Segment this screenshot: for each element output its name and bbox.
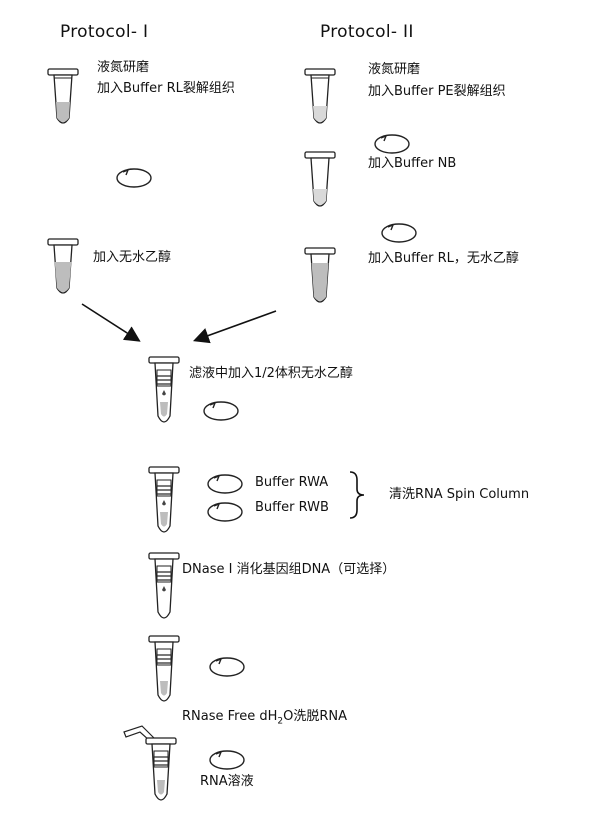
open-tube-icon: [123, 725, 177, 801]
centrifuge-icon: [381, 223, 417, 243]
elute-subscript: 2: [277, 716, 284, 727]
elute-prefix: RNase Free dH: [182, 709, 278, 724]
arrow-right: [192, 310, 277, 344]
p1-step2-text: 加入无水乙醇: [93, 250, 172, 265]
elute-suffix: O洗脱RNA: [283, 709, 347, 724]
p1-step1-text-a: 液氮研磨: [97, 60, 150, 75]
tube-icon: [47, 68, 79, 124]
tube-icon: [304, 247, 336, 303]
centrifuge-icon: [207, 474, 243, 494]
tube-icon: [304, 151, 336, 207]
centrifuge-icon: [207, 502, 243, 522]
p1-step1-text-b: 加入Buffer RL裂解组织: [97, 81, 235, 96]
wash-rwa-text: Buffer RWA: [255, 475, 329, 490]
arrow-left: [81, 303, 141, 342]
elute-text: RNase Free dH2O洗脱RNA: [182, 709, 347, 730]
wash-rwb-text: Buffer RWB: [255, 500, 329, 515]
protocol-2-title: Protocol- II: [320, 22, 414, 42]
final-text: RNA溶液: [200, 774, 254, 789]
filtrate-text: 滤液中加入1/2体积无水乙醇: [189, 366, 353, 381]
wash-note-text: 清洗RNA Spin Column: [389, 487, 530, 502]
spin-column-icon: [148, 356, 180, 423]
tube-icon: [304, 68, 336, 124]
centrifuge-icon: [116, 168, 152, 188]
spin-column-icon: [148, 466, 180, 533]
dnase-text: DNase I 消化基因组DNA（可选择）: [182, 562, 396, 577]
p2-step3-text: 加入Buffer RL，无水乙醇: [368, 251, 519, 266]
centrifuge-icon: [374, 134, 410, 154]
centrifuge-icon: [203, 401, 239, 421]
tube-icon: [47, 238, 79, 294]
centrifuge-icon: [209, 750, 245, 770]
brace-icon: [349, 471, 365, 519]
centrifuge-icon: [209, 657, 245, 677]
spin-column-icon: [148, 635, 180, 702]
spin-column-icon: [148, 552, 180, 619]
p2-step1-text-a: 液氮研磨: [368, 62, 421, 77]
protocol-1-title: Protocol- I: [60, 22, 149, 42]
p2-step2-text: 加入Buffer NB: [368, 156, 457, 171]
p2-step1-text-b: 加入Buffer PE裂解组织: [368, 84, 506, 99]
